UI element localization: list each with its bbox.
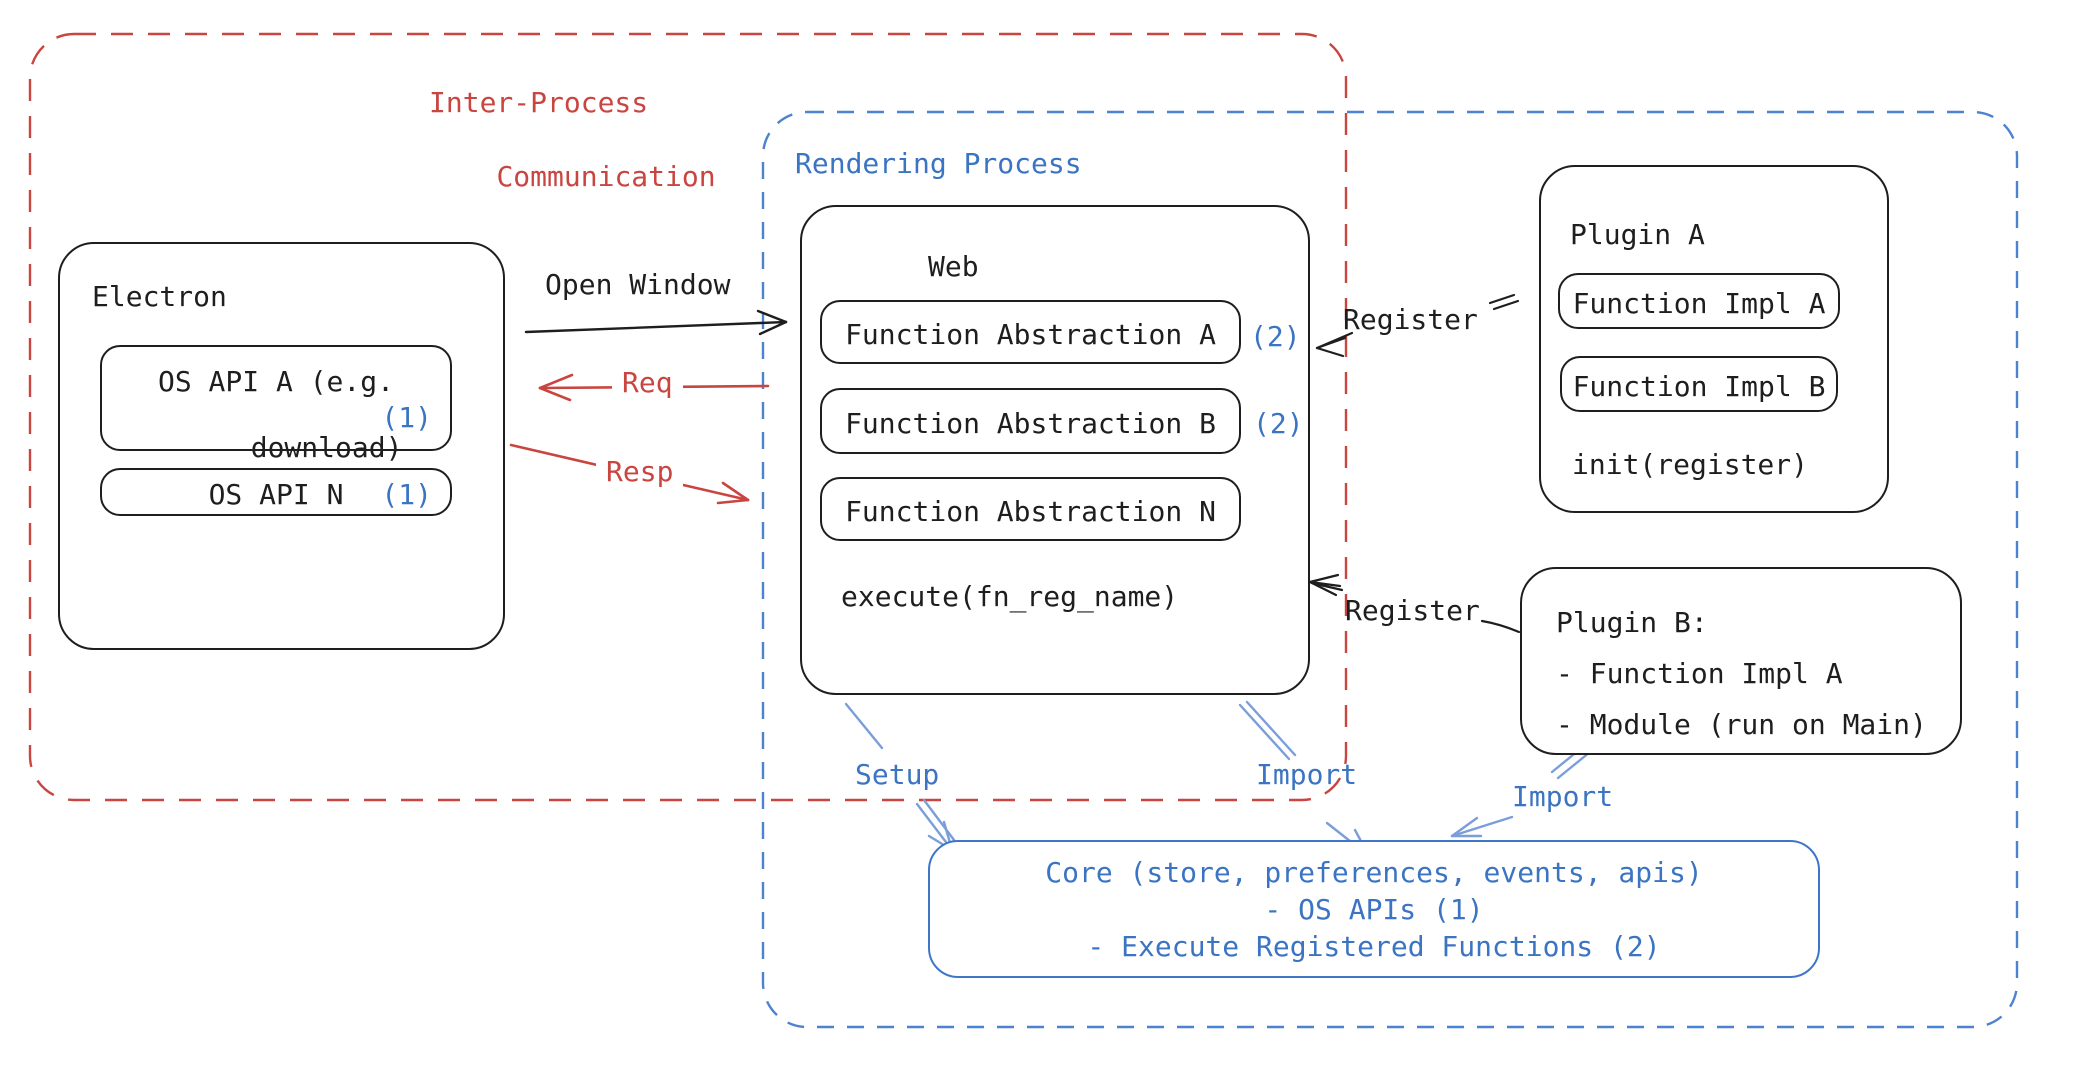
core-box: Core (store, preferences, events, apis) -…	[928, 840, 1820, 978]
os-api-a-line1: OS API A (e.g.	[157, 365, 394, 398]
function-impl-b-label: Function Impl B	[1572, 370, 1826, 403]
register-b-arrow	[1308, 573, 1521, 634]
function-impl-b-box: Function Impl B	[1560, 356, 1838, 412]
function-abstraction-b-ref: (2)	[1253, 407, 1304, 440]
core-line1: Core (store, preferences, events, apis)	[1045, 856, 1703, 889]
function-abstraction-b-box: Function Abstraction B	[820, 388, 1241, 454]
req-label: Req	[612, 366, 683, 400]
plugin-a-box	[1539, 165, 1889, 513]
electron-title: Electron	[92, 280, 227, 313]
os-api-a-box: OS API A (e.g. download) (1)	[100, 345, 452, 464]
function-abstraction-b-label: Function Abstraction B	[845, 407, 1216, 440]
ipc-title-line2: Communication	[496, 160, 716, 193]
execute-label: execute(fn_reg_name)	[841, 580, 1179, 613]
core-text: Core (store, preferences, events, apis) -…	[930, 842, 1818, 965]
function-abstraction-a-ref: (2)	[1250, 320, 1301, 353]
plugin-b-box: Plugin B: - Function Impl A - Module (run …	[1520, 567, 1962, 755]
os-api-n-label: OS API N	[208, 478, 344, 511]
os-api-n-ref: (1)	[381, 478, 432, 511]
register-b-label: Register	[1345, 594, 1480, 627]
register-a-label: Register	[1343, 303, 1478, 336]
import-web-label: Import	[1256, 758, 1358, 791]
plugin-a-title: Plugin A	[1570, 218, 1705, 251]
function-abstraction-n-label: Function Abstraction N	[845, 495, 1216, 528]
plugin-b-line3: - Module (run on Main)	[1556, 708, 1927, 741]
register-a-arrow	[1315, 293, 1520, 358]
rendering-process-title: Rendering Process	[795, 147, 1082, 180]
open-window-label: Open Window	[545, 268, 731, 301]
core-line2: - OS APIs (1)	[1264, 893, 1484, 926]
ipc-title-line1: Inter-Process	[429, 86, 649, 119]
open-window-arrow	[524, 309, 788, 336]
function-impl-a-box: Function Impl A	[1558, 273, 1840, 329]
function-abstraction-n-box: Function Abstraction N	[820, 477, 1241, 541]
import-plugin-b-label: Import	[1512, 780, 1614, 813]
setup-label: Setup	[855, 758, 940, 791]
os-api-a-ref: (1)	[381, 401, 432, 434]
os-api-a-line2: download)	[250, 431, 403, 464]
plugin-b-line2: - Function Impl A	[1556, 657, 1843, 690]
os-api-a-label: OS API A (e.g. download)	[102, 365, 450, 464]
rendering-process-boundary	[761, 110, 2019, 1029]
plugin-b-text: Plugin B: - Function Impl A - Module (run …	[1522, 569, 1960, 750]
function-impl-a-label: Function Impl A	[1572, 287, 1826, 320]
plugin-b-line1: Plugin B:	[1556, 606, 1708, 639]
function-abstraction-a-label: Function Abstraction A	[845, 318, 1216, 351]
function-abstraction-a-box: Function Abstraction A	[820, 300, 1241, 364]
resp-label: Resp	[596, 455, 684, 489]
core-line3: - Execute Registered Functions (2)	[1087, 930, 1661, 963]
os-api-n-box: OS API N (1)	[100, 468, 452, 516]
init-register-label: init(register)	[1572, 448, 1809, 481]
ipc-title: Inter-Process Communication	[429, 84, 716, 195]
web-title: Web	[928, 250, 979, 283]
ipc-boundary	[28, 32, 1348, 802]
